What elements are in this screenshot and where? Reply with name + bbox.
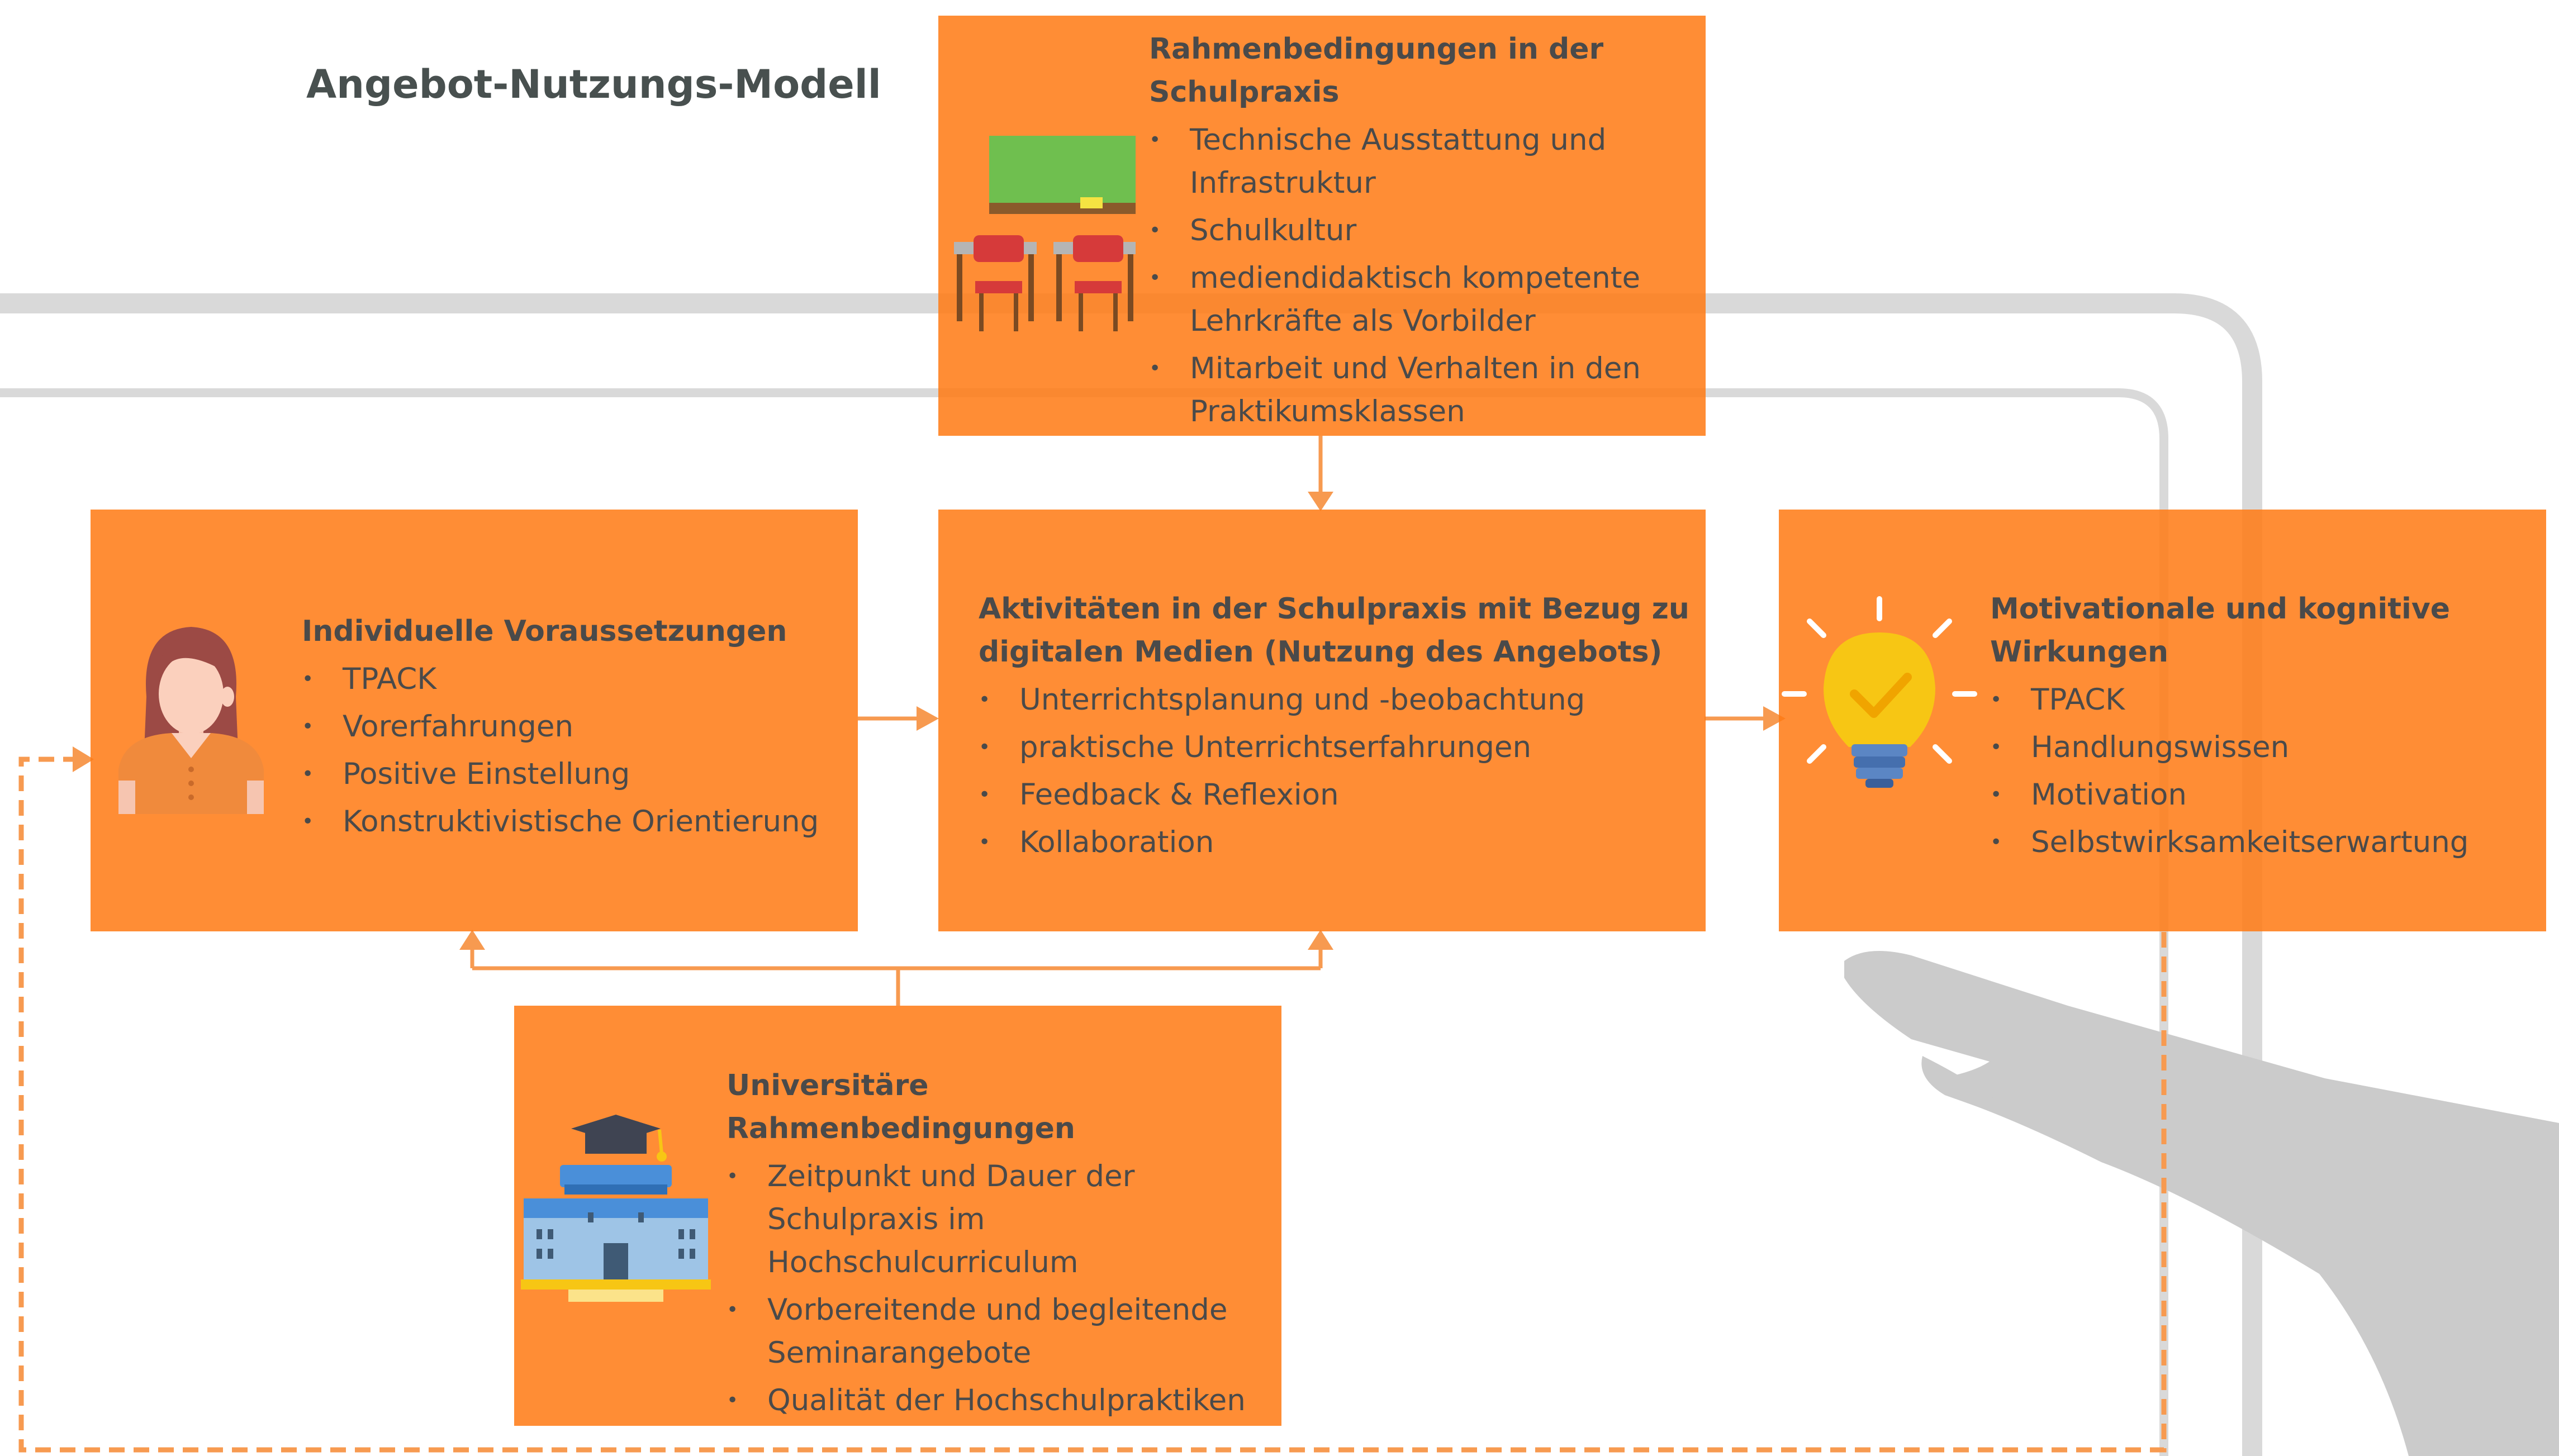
list-item: Schulkultur	[1149, 209, 1697, 252]
list-item: Vorbereitende und begleitende Seminarang…	[727, 1288, 1274, 1374]
bullet-list: Zeitpunkt und Dauer der Schulpraxis im H…	[727, 1155, 1274, 1422]
lightbulb-icon	[1782, 596, 1977, 788]
box-title: Motivationale und kognitive Wirkungen	[1990, 592, 2451, 669]
list-item: Vorerfahrungen	[302, 705, 849, 748]
box-individuelle-voraussetzungen: Individuelle Voraussetzungen TPACK Vorer…	[91, 510, 858, 931]
classroom-icon	[954, 136, 1136, 331]
arrow-universitaet-to-boxes	[470, 944, 1323, 1006]
box-title: Aktivitäten in der Schulpraxis mit Bezug…	[979, 592, 1689, 669]
box-aktivitaeten-schulpraxis: Aktivitäten in der Schulpraxis mit Bezug…	[938, 510, 1706, 931]
student-icon	[118, 627, 264, 814]
connectors	[18, 436, 2167, 1453]
box-universitaere-rahmenbedingungen: Universitäre Rahmenbedingungen Zeitpunkt…	[514, 1006, 1281, 1426]
box-title: Individuelle Voraussetzungen	[302, 615, 787, 648]
list-item: Selbstwirksamkeitserwartung	[1990, 821, 2538, 864]
list-item: Feedback & Reflexion	[979, 773, 1694, 816]
list-item: TPACK	[302, 658, 849, 701]
list-item: Positive Einstellung	[302, 753, 849, 796]
bullet-list: Unterrichtsplanung und -beobachtung prak…	[979, 678, 1694, 864]
bullet-list: TPACK Vorerfahrungen Positive Einstellun…	[302, 658, 849, 843]
list-item: Handlungswissen	[1990, 726, 2538, 769]
list-item: Konstruktivistische Orientierung	[302, 800, 849, 843]
arrowheads	[73, 492, 1786, 950]
list-item: Zeitpunkt und Dauer der Schulpraxis im H…	[727, 1155, 1274, 1284]
feedback-loop-dashed	[18, 756, 2167, 1453]
list-item: Qualität der Hochschulpraktiken	[727, 1379, 1274, 1422]
list-item: Technische Ausstattung und Infrastruktur	[1149, 118, 1697, 204]
page-title: Angebot-Nutzungs-Modell	[306, 61, 881, 107]
list-item: Motivation	[1990, 773, 2538, 816]
university-icon	[521, 1115, 711, 1302]
bullet-list: TPACK Handlungswissen Motivation Selbstw…	[1990, 678, 2538, 864]
box-title: Universitäre Rahmenbedingungen	[727, 1069, 1075, 1145]
list-item: praktische Unterrichtserfahrungen	[979, 726, 1694, 769]
list-item: Unterrichtsplanung und -beobachtung	[979, 678, 1694, 721]
box-motivationale-kognitive-wirkungen: Motivationale und kognitive Wirkungen TP…	[1779, 510, 2546, 931]
hand-silhouette	[1844, 951, 2559, 1456]
list-item: Kollaboration	[979, 821, 1694, 864]
box-rahmenbedingungen-schulpraxis: Rahmenbedingungen in der Schulpraxis Tec…	[938, 16, 1706, 436]
board-frame	[0, 293, 2262, 1456]
bullet-list: Technische Ausstattung und Infrastruktur…	[1149, 118, 1697, 433]
list-item: Mitarbeit und Verhalten in den Praktikum…	[1149, 347, 1697, 433]
list-item: TPACK	[1990, 678, 2538, 721]
list-item: mediendidaktisch kompetente Lehrkräfte a…	[1149, 256, 1697, 342]
box-title: Rahmenbedingungen in der Schulpraxis	[1149, 32, 1604, 109]
